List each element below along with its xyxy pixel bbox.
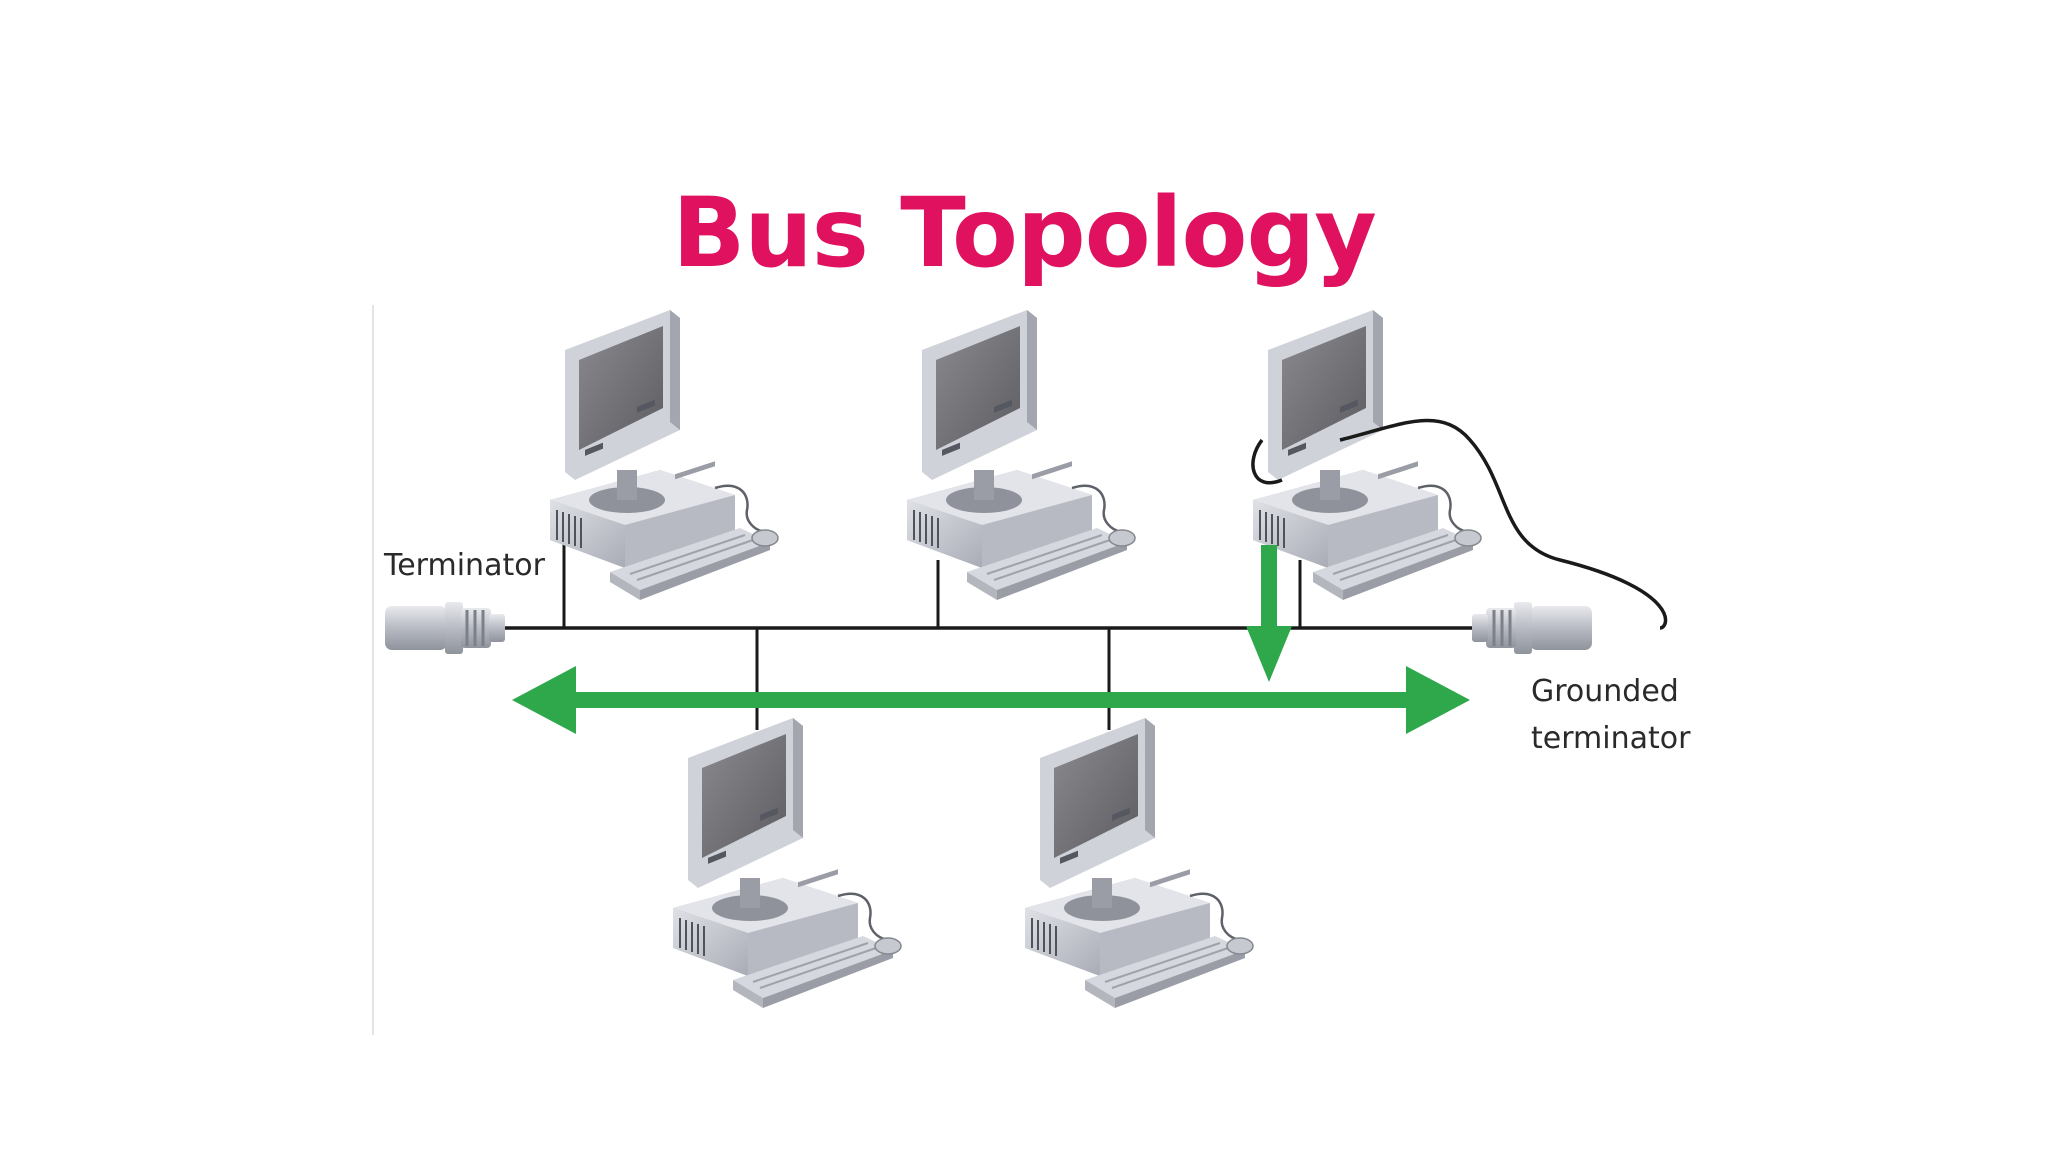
grounded-terminator-label-line1: Grounded bbox=[1531, 674, 1679, 709]
terminator-label: Terminator bbox=[384, 548, 545, 583]
computer-1 bbox=[548, 308, 780, 602]
drop-cables bbox=[562, 540, 1302, 730]
computer-4 bbox=[671, 716, 903, 1010]
computer-3 bbox=[1251, 308, 1483, 602]
page-title: Bus Topology bbox=[672, 177, 1377, 289]
grounded-terminator-label-line2: terminator bbox=[1531, 721, 1691, 756]
computer-2 bbox=[905, 308, 1137, 602]
image-edge-line bbox=[372, 305, 374, 1035]
signal-arrow bbox=[512, 545, 1470, 734]
grounded-terminator-icon bbox=[1470, 600, 1594, 656]
ground-cable bbox=[1251, 418, 1668, 630]
computer-5 bbox=[1023, 716, 1255, 1010]
terminator-connector-icon bbox=[383, 600, 507, 656]
